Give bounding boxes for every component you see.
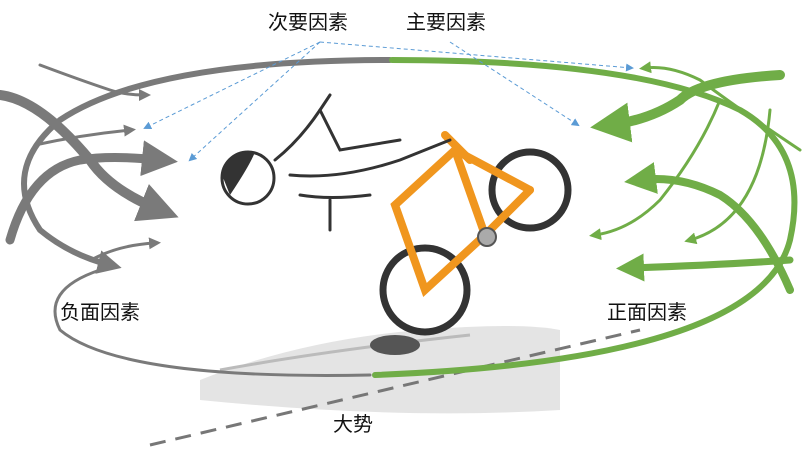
cyclist-illustration xyxy=(220,93,572,336)
label-positive-factor: 正面因素 xyxy=(607,300,687,324)
positive-factor-arrows xyxy=(372,57,802,378)
label-trend: 大势 xyxy=(333,412,373,436)
label-primary-factor: 主要因素 xyxy=(406,10,486,34)
ground-sketch xyxy=(200,326,560,414)
negative-factor-arrows xyxy=(0,57,393,377)
label-negative-factor: 负面因素 xyxy=(60,300,140,324)
trend-line xyxy=(149,328,641,447)
label-secondary-factor: 次要因素 xyxy=(268,10,348,34)
pointer-lines xyxy=(143,41,634,162)
